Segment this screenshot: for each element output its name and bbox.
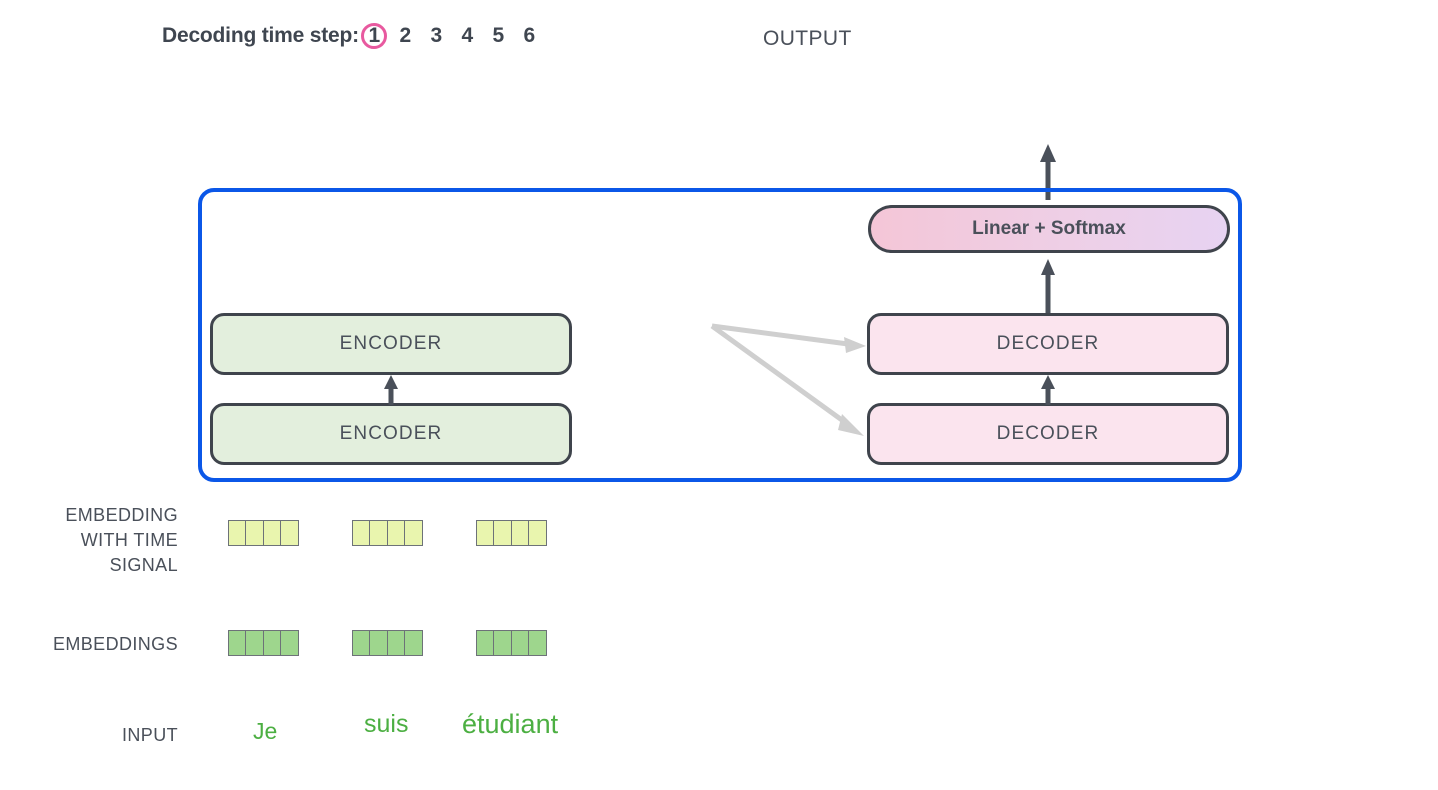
embedding-vector-0 <box>228 630 300 656</box>
vector-cell <box>493 630 513 656</box>
vector-cell <box>280 520 300 546</box>
input-word-2: étudiant <box>462 709 559 739</box>
row-label-embedding-with-time-signal: EMBEDDING WITH TIME SIGNAL <box>0 503 178 578</box>
vector-cell <box>510 630 530 656</box>
vector-cell <box>228 520 247 546</box>
timestep-5[interactable]: 5 <box>492 24 505 47</box>
vector-cell <box>245 630 265 656</box>
output-arrow-icon <box>1040 144 1056 200</box>
time-signal-vector-0 <box>228 520 300 546</box>
decoder-block-top[interactable]: DECODER <box>867 313 1229 375</box>
row-label-embeddings: EMBEDDINGS <box>52 634 178 654</box>
input-word-1: suis <box>364 710 409 738</box>
decoder-stack-arrow-icon <box>1041 375 1055 405</box>
vector-cell <box>476 630 495 656</box>
row-label-line-2: WITH TIME <box>80 530 178 550</box>
vector-cell <box>510 520 530 546</box>
vector-cell <box>404 520 424 546</box>
vector-cell <box>493 520 513 546</box>
vector-cell <box>228 630 247 656</box>
encoder-block-bottom[interactable]: ENCODER <box>210 403 572 465</box>
input-word-0: Je <box>253 718 278 744</box>
decoder-to-softmax-arrow-icon <box>1041 259 1055 313</box>
vector-cell <box>280 630 300 656</box>
vector-cell <box>262 520 282 546</box>
timestep-3[interactable]: 3 <box>430 24 443 47</box>
vector-cell <box>352 630 371 656</box>
vector-cell <box>386 520 406 546</box>
timestep-4[interactable]: 4 <box>461 24 474 47</box>
vector-cell <box>404 630 424 656</box>
vector-cell <box>245 520 265 546</box>
vector-cell <box>476 520 495 546</box>
timestep-1[interactable]: 1 <box>359 23 390 49</box>
decoder-block-bottom[interactable]: DECODER <box>867 403 1229 465</box>
transformer-model-container <box>198 188 1242 482</box>
vector-cell <box>352 520 371 546</box>
vector-cell <box>369 630 389 656</box>
timestep-2[interactable]: 2 <box>399 24 412 47</box>
vector-cell <box>369 520 389 546</box>
linear-softmax-block[interactable]: Linear + Softmax <box>868 205 1230 253</box>
decoding-timestep-label: Decoding time step: <box>162 24 359 47</box>
decoding-timestep-bar: Decoding time step: 1 2 3 4 5 6 <box>162 20 545 52</box>
timestep-6[interactable]: 6 <box>523 24 536 47</box>
output-label: OUTPUT <box>763 27 852 50</box>
encoder-block-top[interactable]: ENCODER <box>210 313 572 375</box>
row-label-input: INPUT <box>122 725 178 745</box>
encoder-to-decoder-arrows <box>710 323 866 436</box>
vector-cell <box>262 630 282 656</box>
encoder-stack-arrow-icon <box>384 375 398 405</box>
row-label-line-3: SIGNAL <box>109 555 178 575</box>
vector-cell <box>528 630 548 656</box>
vector-cell <box>386 630 406 656</box>
time-signal-vector-2 <box>476 520 548 546</box>
vector-cell <box>528 520 548 546</box>
row-label-line-1: EMBEDDING <box>65 505 178 525</box>
time-signal-vector-1 <box>352 520 424 546</box>
embedding-vector-2 <box>476 630 548 656</box>
embedding-vector-1 <box>352 630 424 656</box>
